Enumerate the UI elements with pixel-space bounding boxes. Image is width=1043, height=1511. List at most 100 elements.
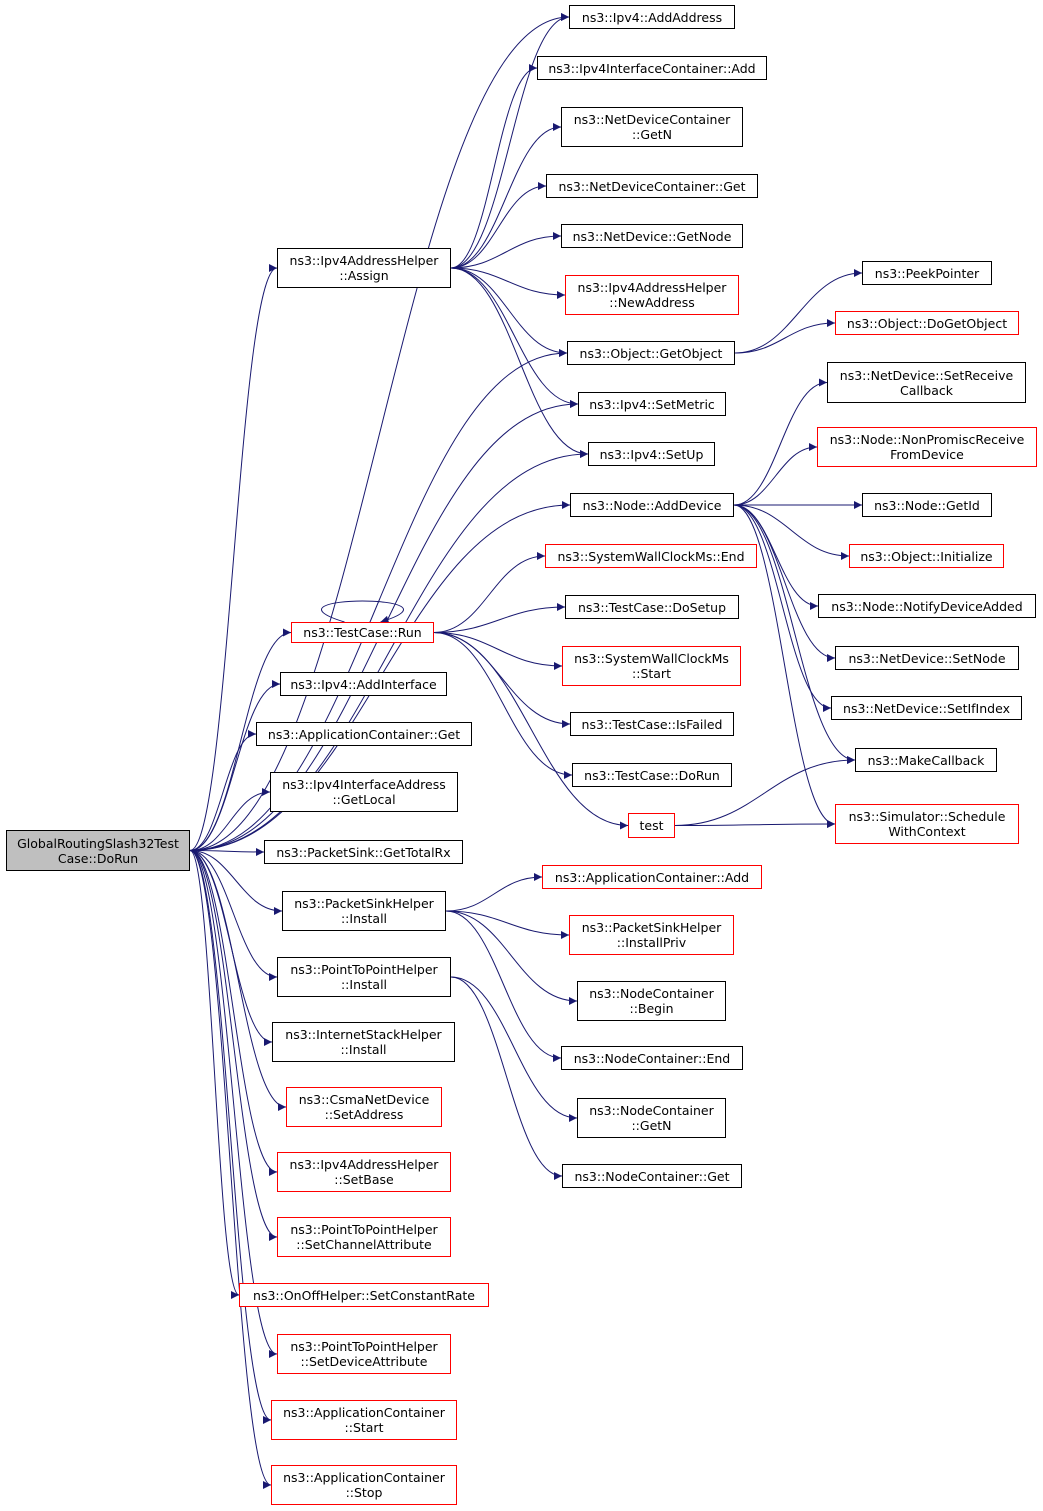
call-edge-root-to-ipv4-add-address	[189, 13, 570, 851]
node-net-dev-container-get[interactable]: ns3::NetDeviceContainer::Get	[546, 174, 758, 198]
node-node-notify-device-added[interactable]: ns3::Node::NotifyDeviceAdded	[818, 594, 1036, 618]
node-net-device-set-node[interactable]: ns3::NetDevice::SetNode	[835, 646, 1019, 670]
node-ipv4-set-metric[interactable]: ns3::Ipv4::SetMetric	[578, 392, 726, 416]
call-edge-object-get-object-to-peek-pointer	[734, 269, 863, 354]
node-label-line: ::SetChannelAttribute	[296, 1237, 432, 1252]
node-label-line: ns3::PeekPointer	[874, 265, 980, 281]
node-peek-pointer[interactable]: ns3::PeekPointer	[862, 261, 992, 285]
node-net-device-get-node[interactable]: ns3::NetDevice::GetNode	[561, 224, 743, 248]
node-object-initialize[interactable]: ns3::Object::Initialize	[849, 544, 1004, 568]
node-packet-sink-get-total-rx[interactable]: ns3::PacketSink::GetTotalRx	[264, 840, 463, 864]
node-node-container-get-n[interactable]: ns3::NodeContainer::GetN	[577, 1098, 726, 1138]
call-edge-test-case-run-to-test-case-do-setup	[433, 603, 566, 633]
node-label-line: ns3::Node::NonPromiscReceive	[829, 432, 1025, 447]
node-sys-wall-clock-end[interactable]: ns3::SystemWallClockMs::End	[545, 544, 757, 568]
node-p2p-helper-install[interactable]: ns3::PointToPointHelper::Install	[277, 957, 451, 997]
call-edge-root-to-ipv4-address-helper-assign	[189, 264, 278, 851]
node-net-device-set-if-index[interactable]: ns3::NetDevice::SetIfIndex	[831, 696, 1022, 720]
call-edge-p2p-helper-install-to-node-container-get	[450, 976, 563, 1180]
node-test-case-do-setup[interactable]: ns3::TestCase::DoSetup	[565, 595, 739, 619]
node-label-line: ns3::NetDevice::SetNode	[848, 650, 1006, 666]
node-internet-stack-helper-install[interactable]: ns3::InternetStackHelper::Install	[272, 1022, 455, 1062]
node-ipv4-add-address[interactable]: ns3::Ipv4::AddAddress	[569, 5, 735, 29]
call-edge-test-case-run-to-test	[433, 632, 629, 830]
node-label-line: ::Install	[340, 1042, 387, 1057]
node-ipv4-set-up[interactable]: ns3::Ipv4::SetUp	[588, 442, 715, 466]
node-label-line: ::Install	[340, 911, 388, 926]
node-label-line: ns3::SystemWallClockMs	[574, 651, 729, 666]
node-ipv4-add-interface[interactable]: ns3::Ipv4::AddInterface	[280, 672, 447, 696]
node-label-line: ns3::SystemWallClockMs::End	[557, 548, 745, 564]
call-edge-packet-sink-helper-install-to-node-container-end	[445, 910, 562, 1062]
node-ipv4-address-helper-assign[interactable]: ns3::Ipv4AddressHelper::Assign	[277, 248, 451, 288]
node-ipv4-iface-addr-get-local[interactable]: ns3::Ipv4InterfaceAddress::GetLocal	[270, 772, 458, 812]
node-packet-sink-helper-install[interactable]: ns3::PacketSinkHelper::Install	[282, 891, 446, 931]
node-label-line: Callback	[899, 382, 954, 398]
node-label-line: ::SetAddress	[324, 1107, 404, 1122]
node-test-case-run[interactable]: ns3::TestCase::Run	[291, 622, 434, 643]
node-node-get-id[interactable]: ns3::Node::GetId	[862, 493, 992, 517]
node-node-container-end[interactable]: ns3::NodeContainer::End	[561, 1046, 743, 1070]
node-label-line: ns3::ApplicationContainer	[283, 1405, 445, 1420]
node-label-line: ns3::NodeContainer	[589, 986, 714, 1001]
node-app-container-stop[interactable]: ns3::ApplicationContainer::Stop	[271, 1465, 457, 1505]
call-edge-ipv4-address-helper-assign-to-net-dev-container-get	[450, 182, 547, 269]
node-label-line: ns3::CsmaNetDevice	[298, 1092, 430, 1107]
call-edge-node-add-device-to-make-callback	[733, 504, 856, 764]
call-edge-node-add-device-to-node-non-promisc-receive	[733, 443, 818, 506]
node-label-line: ns3::TestCase::Run	[303, 625, 422, 640]
node-label-line: ns3::Node::NotifyDeviceAdded	[831, 598, 1023, 614]
node-test-case-do-run[interactable]: ns3::TestCase::DoRun	[572, 763, 732, 787]
node-make-callback[interactable]: ns3::MakeCallback	[855, 748, 997, 772]
node-label-line: ::Stop	[345, 1485, 383, 1500]
call-edge-ipv4-address-helper-assign-to-net-device-get-node	[450, 232, 562, 269]
node-packet-sink-helper-install-priv[interactable]: ns3::PacketSinkHelper::InstallPriv	[569, 915, 734, 955]
node-label-line: ns3::Ipv4::SetMetric	[589, 396, 715, 412]
node-label-line: ns3::TestCase::DoRun	[584, 767, 720, 783]
call-edge-root-to-app-container-stop	[189, 850, 272, 1489]
node-p2p-set-device-attr[interactable]: ns3::PointToPointHelper::SetDeviceAttrib…	[277, 1334, 451, 1374]
node-app-container-get[interactable]: ns3::ApplicationContainer::Get	[256, 722, 472, 746]
node-ipv4-addr-helper-set-base[interactable]: ns3::Ipv4AddressHelper::SetBase	[277, 1152, 451, 1192]
node-sys-wall-clock-start[interactable]: ns3::SystemWallClockMs::Start	[562, 646, 741, 686]
node-net-dev-container-get-n[interactable]: ns3::NetDeviceContainer::GetN	[561, 107, 743, 147]
node-label-line: ::InstallPriv	[616, 935, 687, 950]
node-test-case-is-failed[interactable]: ns3::TestCase::IsFailed	[570, 712, 734, 736]
node-label-line: ns3::NetDevice::SetIfIndex	[843, 700, 1010, 716]
call-edge-root-to-on-off-set-constant-rate	[189, 850, 240, 1299]
call-edge-ipv4-address-helper-assign-to-ipv4-set-up	[450, 267, 589, 458]
node-ipv4-iface-container-add[interactable]: ns3::Ipv4InterfaceContainer::Add	[537, 56, 767, 80]
call-edge-test-case-run-to-sys-wall-clock-start	[433, 632, 563, 670]
call-edge-node-add-device-to-net-device-set-receive-callback	[733, 378, 828, 506]
call-edge-test-case-run-to-test-case-is-failed	[433, 632, 571, 728]
call-edge-root-to-packet-sink-get-total-rx	[189, 847, 265, 856]
node-label-line: ns3::NetDevice::GetNode	[572, 228, 732, 244]
node-label-line: ns3::Ipv4::SetUp	[599, 446, 704, 462]
call-edge-node-add-device-to-net-device-set-if-index	[733, 504, 832, 712]
node-label-line: GlobalRoutingSlash32Test	[17, 835, 179, 851]
node-label-line: ns3::NetDeviceContainer	[573, 112, 731, 127]
node-node-container-get[interactable]: ns3::NodeContainer::Get	[562, 1164, 742, 1188]
node-label-line: ::SetBase	[334, 1172, 394, 1187]
node-node-add-device[interactable]: ns3::Node::AddDevice	[570, 493, 734, 517]
node-object-get-object[interactable]: ns3::Object::GetObject	[567, 341, 735, 365]
node-label-line: FromDevice	[890, 447, 964, 462]
node-app-container-start[interactable]: ns3::ApplicationContainer::Start	[271, 1400, 457, 1440]
node-test[interactable]: test	[628, 813, 675, 838]
node-app-container-add[interactable]: ns3::ApplicationContainer::Add	[542, 865, 762, 889]
node-node-container-begin[interactable]: ns3::NodeContainer::Begin	[577, 981, 726, 1021]
node-label-line: ::GetN	[631, 1118, 672, 1133]
node-label-line: ns3::NodeContainer	[589, 1103, 714, 1118]
node-csma-set-address[interactable]: ns3::CsmaNetDevice::SetAddress	[286, 1087, 442, 1127]
node-object-do-get-object[interactable]: ns3::Object::DoGetObject	[835, 311, 1019, 335]
node-p2p-set-channel-attr[interactable]: ns3::PointToPointHelper::SetChannelAttri…	[277, 1217, 451, 1257]
call-edge-test-case-run-to-test-case-run	[321, 600, 404, 624]
call-edge-ipv4-address-helper-assign-to-object-get-object	[450, 267, 568, 357]
node-ipv4-addr-helper-new-address[interactable]: ns3::Ipv4AddressHelper::NewAddress	[565, 275, 739, 315]
node-on-off-set-constant-rate[interactable]: ns3::OnOffHelper::SetConstantRate	[239, 1283, 489, 1307]
